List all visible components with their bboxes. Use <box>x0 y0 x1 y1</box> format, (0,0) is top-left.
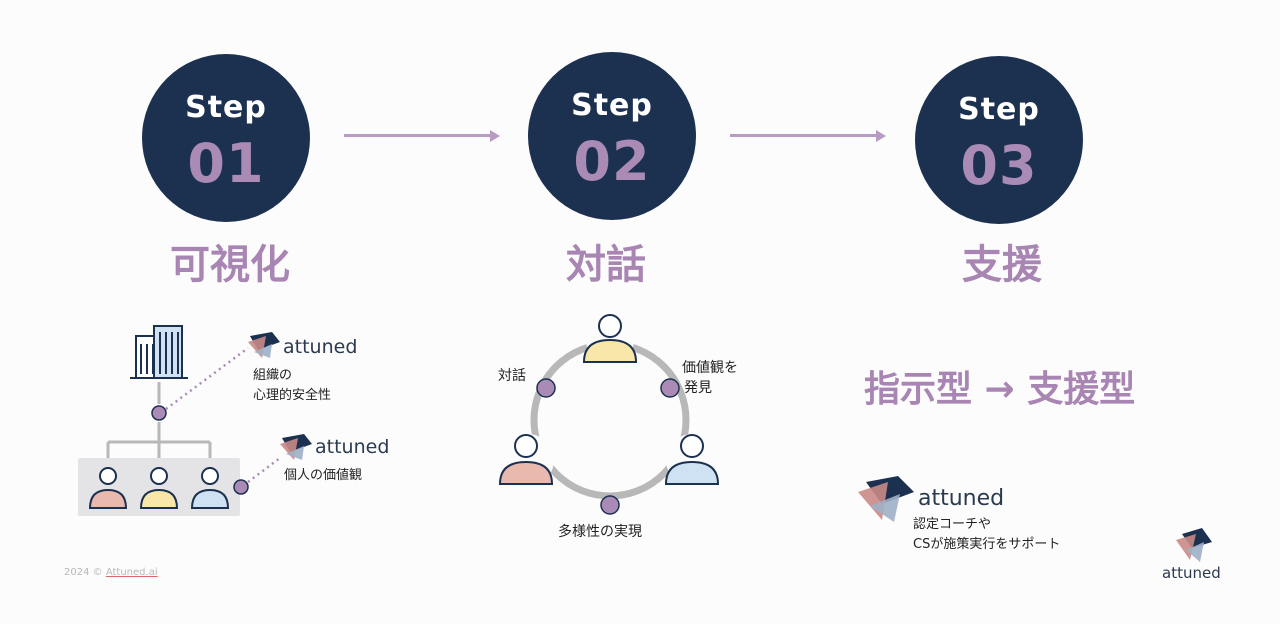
step-02-circle: Step 02 <box>528 52 696 220</box>
step-01-illustration <box>78 325 312 516</box>
step-01-brand-top: attuned <box>283 336 358 358</box>
arrow-right-icon <box>876 130 886 142</box>
step-03-circle: Step 03 <box>915 56 1083 224</box>
step-03-number: 03 <box>960 134 1038 197</box>
person-icon-pink <box>88 467 128 509</box>
attuned-logo-icon <box>248 332 280 358</box>
person-icon-pink <box>498 434 554 485</box>
individual-node <box>233 479 249 495</box>
step-01-title: 可視化 <box>170 242 290 288</box>
attuned-link[interactable]: Attuned.ai <box>105 567 158 578</box>
person-icon-blue <box>190 467 230 509</box>
org-node <box>151 405 167 421</box>
step-03-lead: 指示型 → 支援型 <box>864 369 1136 410</box>
description-line-1: 認定コーチや <box>913 517 992 532</box>
step-03-title: 支援 <box>962 242 1042 288</box>
step-03-description: 認定コーチや CSが施策実行をサポート <box>913 515 1060 555</box>
values-label-line-2: 発見 <box>684 380 712 396</box>
attuned-logo-icon <box>858 476 914 522</box>
step-02-title: 対話 <box>566 242 646 288</box>
description-line-2: CSが施策実行をサポート <box>913 537 1061 552</box>
footer-copyright: 2024 © Attuned.ai <box>64 567 158 578</box>
step-01-org-label: 組織の 心理的安全性 <box>253 366 331 406</box>
step-02-values-label: 価値観を 発見 <box>682 358 738 398</box>
step-02-dialogue-label: 対話 <box>498 368 526 384</box>
attuned-logo-icon <box>1176 528 1212 562</box>
copyright-text: 2024 © <box>64 567 103 578</box>
step-02-diversity-label: 多様性の実現 <box>558 524 642 540</box>
values-label-line-1: 価値観を <box>682 360 738 376</box>
step-03-brand: attuned <box>918 486 1005 511</box>
person-icon-yellow <box>139 467 179 509</box>
footer-logo-text: attuned <box>1162 564 1221 582</box>
person-icon-blue <box>664 434 720 485</box>
step-02-number: 02 <box>573 130 651 193</box>
step-01-individual-label: 個人の価値観 <box>284 468 363 483</box>
dialogue-node <box>536 378 556 398</box>
step-01-number: 01 <box>187 132 265 195</box>
person-icon-yellow <box>582 314 638 363</box>
step-01-circle: Step 01 <box>142 54 310 222</box>
org-label-line-2: 心理的安全性 <box>253 388 332 403</box>
building-icon <box>130 325 188 379</box>
values-node <box>660 378 680 398</box>
step-02-illustration <box>498 314 720 515</box>
attuned-logo-icon <box>280 434 312 460</box>
step-03-word: Step <box>958 92 1040 127</box>
org-label-line-1: 組織の <box>253 368 293 383</box>
step-02-word: Step <box>571 88 653 123</box>
step-01-word: Step <box>185 90 267 125</box>
diversity-node <box>600 495 620 515</box>
arrow-right-icon <box>490 130 500 142</box>
step-01-brand-bottom: attuned <box>315 436 390 458</box>
